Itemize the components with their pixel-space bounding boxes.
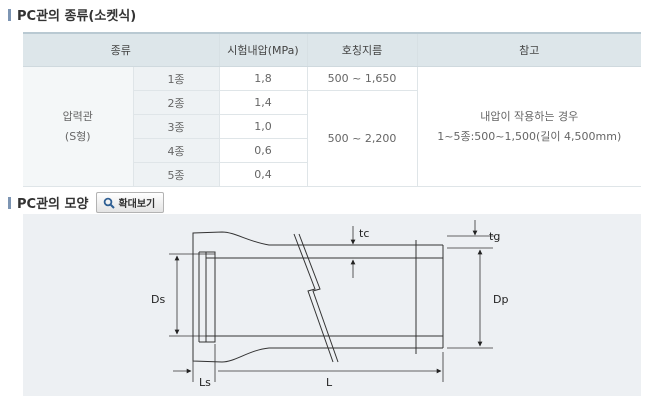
label-tc: tc [359, 227, 369, 240]
class-cell: 3종 [132, 114, 219, 139]
header-reference: 참고 [416, 32, 641, 67]
class-cell: 2종 [132, 90, 219, 115]
pressure-cell: 0,4 [218, 162, 307, 187]
reference-line-2: 1~5종:500~1,500(길이 4,500mm) [437, 129, 622, 143]
table-row: 4종 0,6 [23, 138, 641, 163]
table-header-row: 종류 시험내압(MPa) 호칭지름 참고 [23, 32, 641, 67]
diameter-cell: 500 ~ 1,650 [306, 66, 417, 91]
diameter-cell: 500 ~ 2,200 [306, 90, 417, 187]
zoom-button-label: 확대보기 [118, 199, 156, 210]
title-bullet [8, 8, 11, 21]
label-tg: tg [489, 230, 500, 243]
pipe-diagram: tc tg Ds Dp Ls L [151, 220, 508, 389]
table-row: 5종 0,4 [23, 162, 641, 187]
header-nominal-diameter: 호칭지름 [306, 32, 417, 67]
class-cell: 1종 [132, 66, 219, 91]
reference-line-1: 내압이 작용하는 경우 [480, 109, 579, 123]
group-sub: (S형) [64, 129, 91, 143]
pressure-cell: 0,6 [218, 138, 307, 163]
table-row: 2종 1,4 500 ~ 2,200 [23, 90, 641, 187]
zoom-button[interactable]: 확대보기 [96, 192, 165, 213]
header-type: 종류 [23, 32, 219, 67]
class-cell: 4종 [132, 138, 219, 163]
group-cell: 압력관 (S형) [23, 66, 133, 187]
label-ls: Ls [199, 376, 211, 389]
pipe-outline [192, 231, 444, 363]
reference-cell: 내압이 작용하는 경우 1~5종:500~1,500(길이 4,500mm) [416, 66, 641, 187]
section-title-shape: PC관의 모양 확대보기 [8, 192, 165, 213]
pressure-cell: 1,8 [218, 66, 307, 91]
table-row: 3종 1,0 [23, 114, 641, 139]
magnifier-icon [104, 197, 116, 209]
section-title-text: PC관의 종류(소켓식) [17, 9, 137, 24]
header-test-pressure: 시험내압(MPa) [218, 32, 307, 67]
class-cell: 5종 [132, 162, 219, 187]
label-dp: Dp [493, 293, 508, 306]
pressure-cell: 1,0 [218, 114, 307, 139]
pipe-types-table: 종류 시험내압(MPa) 호칭지름 참고 압력관 (S형) 1종 1,8 500… [23, 32, 641, 187]
pressure-cell: 1,4 [218, 90, 307, 115]
table-row: 압력관 (S형) 1종 1,8 500 ~ 1,650 내압이 작용하는 경우 … [23, 66, 641, 187]
group-name: 압력관 [62, 109, 93, 123]
pipe-drawing: tc tg Ds Dp Ls L [23, 214, 641, 396]
label-ds: Ds [151, 293, 165, 306]
section-title-types: PC관의 종류(소켓식) [8, 5, 136, 24]
title-bullet [8, 196, 11, 209]
dimension-lines [169, 220, 495, 382]
section-title-text: PC관의 모양 [17, 197, 89, 212]
label-l: L [326, 376, 333, 389]
